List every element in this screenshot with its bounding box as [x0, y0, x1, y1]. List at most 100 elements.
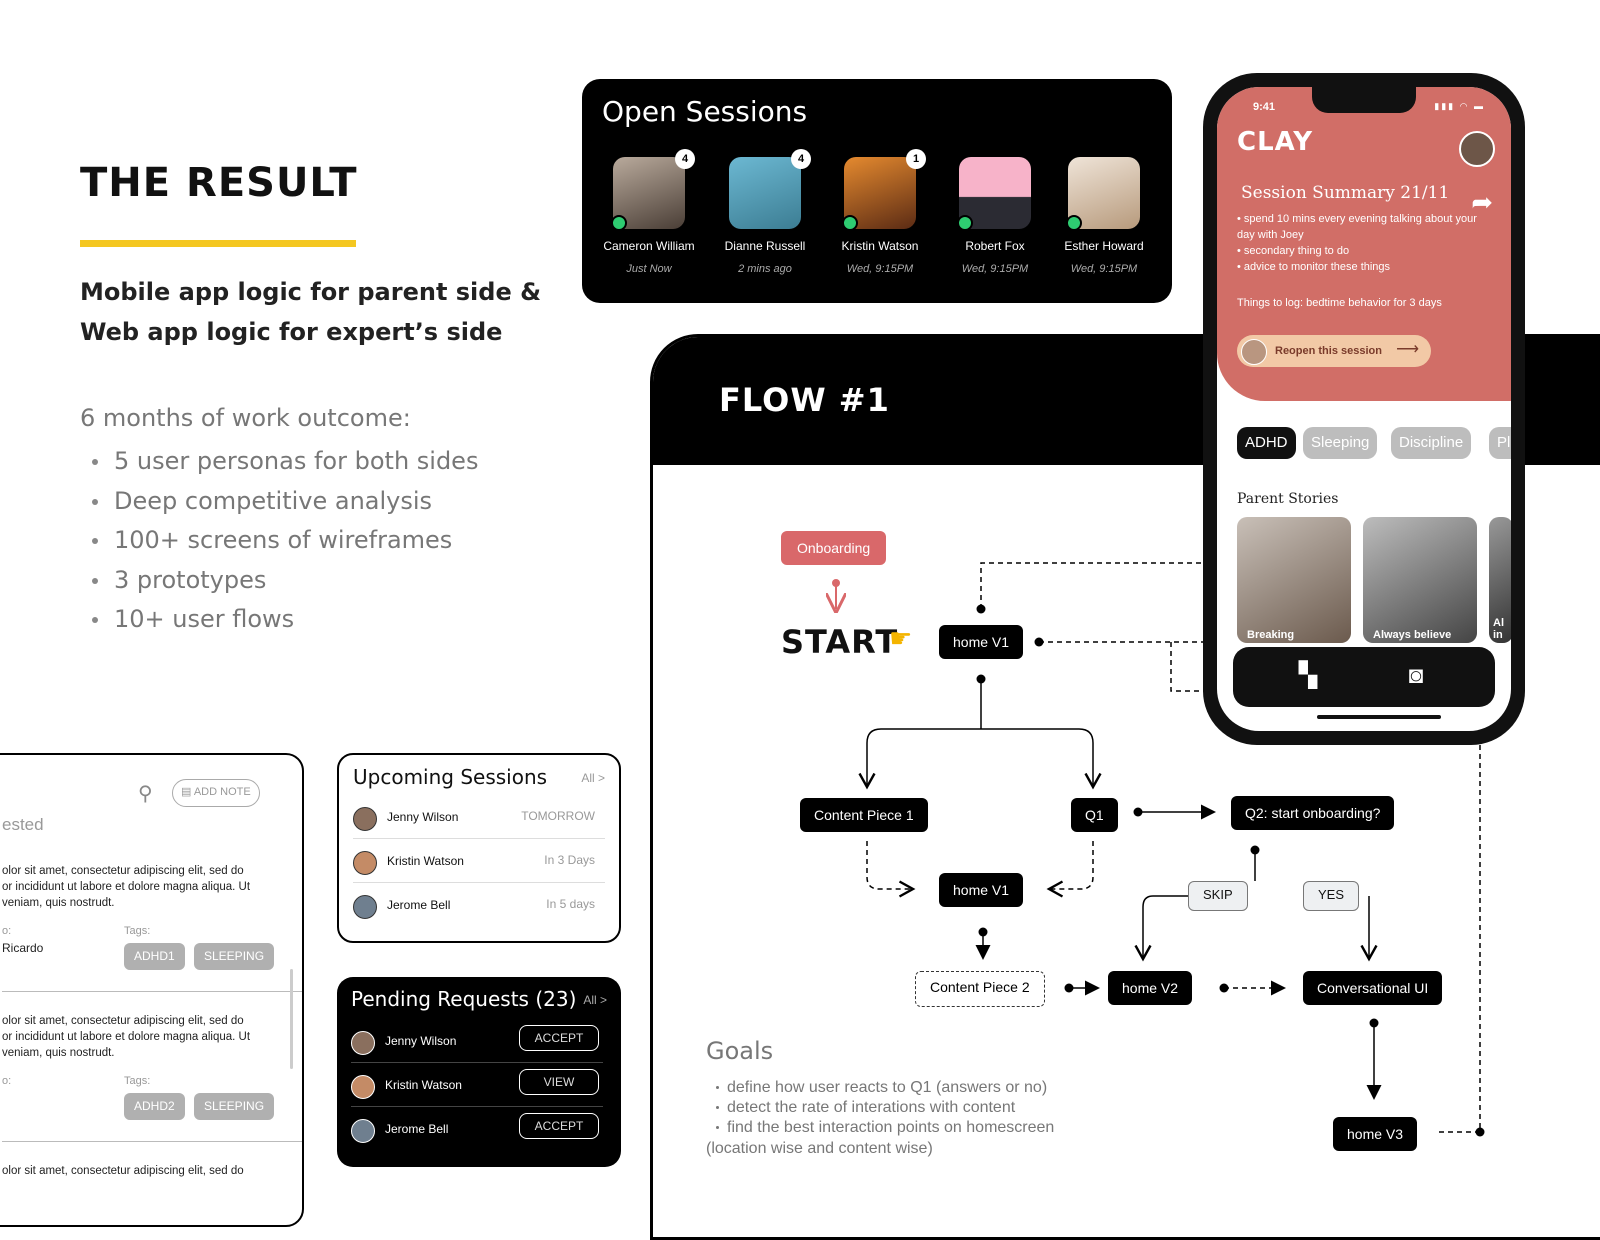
node-home-v1[interactable]: home V1 — [939, 625, 1024, 659]
avatar[interactable] — [1459, 131, 1495, 167]
note-line: olor sit amet, consectetur adipiscing el… — [2, 865, 244, 877]
flow-title: FLOW #1 — [719, 381, 890, 419]
person-name: Kristin Watson — [841, 239, 919, 253]
person-time: Wed, 9:15PM — [1070, 263, 1138, 275]
list-item[interactable]: Kristin Watson In 3 Days — [353, 839, 605, 883]
story-card[interactable]: Al in — [1489, 517, 1511, 643]
chip-sleeping[interactable]: Sleeping — [1303, 427, 1378, 459]
reopen-session-button[interactable]: Reopen this session ⟶ — [1237, 335, 1431, 367]
summary-bullet: • secondary thing to do — [1237, 245, 1350, 257]
add-note-button[interactable]: ▤ ADD NOTE — [172, 779, 260, 807]
list-item: Jenny Wilson ACCEPT — [351, 1019, 603, 1063]
grid-icon[interactable]: ▚ — [1298, 662, 1318, 689]
avatar — [353, 807, 377, 831]
view-all-link[interactable]: All > — [581, 771, 605, 785]
avatar — [351, 1119, 375, 1143]
accept-button[interactable]: ACCEPT — [519, 1113, 599, 1139]
online-indicator-icon — [1066, 215, 1082, 231]
note-from-label: o: — [2, 925, 12, 937]
outcome-label: 10+ user flows — [114, 605, 295, 633]
online-indicator-icon — [842, 215, 858, 231]
divider — [351, 1106, 603, 1107]
note-line: veniam, quis nostrudt. — [2, 1047, 115, 1059]
story-label: Breaking — [1247, 629, 1295, 641]
note-line: or incididunt ut labore et dolore magna … — [2, 1031, 251, 1043]
search-icon[interactable]: ⚲ — [138, 783, 153, 805]
node-yes[interactable]: YES — [1303, 881, 1360, 911]
flow-connectors — [653, 562, 1485, 1137]
chip-adhd[interactable]: ADHD — [1237, 427, 1296, 459]
summary-bullets: • spend 10 mins every evening talking ab… — [1237, 211, 1477, 275]
scrollbar[interactable] — [290, 969, 293, 1069]
list-item[interactable]: Jerome Bell In 5 days — [353, 883, 605, 927]
tag[interactable]: SLEEPING — [194, 1093, 275, 1120]
reopen-label: Reopen this session — [1275, 345, 1382, 357]
goal-item: define how user reacts to Q1 (answers or… — [706, 1078, 1054, 1098]
bullet-icon — [716, 1086, 719, 1090]
pointing-hand-icon: ☛ — [889, 623, 913, 653]
parent-stories-title: Parent Stories — [1237, 491, 1339, 507]
phone-screen: 9:41 ▮▮▮ ◠ ▬ CLAY Session Summary 21/11 … — [1217, 87, 1511, 731]
bullet-icon — [92, 498, 98, 505]
avatar[interactable] — [957, 157, 1031, 231]
node-home-v1-mid[interactable]: home V1 — [939, 873, 1024, 907]
status-icons: ▮▮▮ ◠ ▬ — [1434, 101, 1485, 111]
avatar[interactable] — [1066, 157, 1140, 231]
story-label: Always believe — [1373, 629, 1452, 641]
tag[interactable]: ADHD1 — [124, 943, 185, 970]
tag[interactable]: ADHD2 — [124, 1093, 185, 1120]
list-item: Jerome Bell ACCEPT — [351, 1107, 603, 1151]
summary-bullet: • spend 10 mins every evening talking ab… — [1237, 213, 1477, 241]
node-home-v3[interactable]: home V3 — [1333, 1117, 1418, 1151]
open-sessions-panel: Open Sessions 4 Cameron William Just Now… — [582, 79, 1172, 303]
note-text: olor sit amet, consectetur adipiscing el… — [2, 1013, 302, 1061]
person-time: Just Now — [626, 263, 672, 275]
row-name: Jenny Wilson — [387, 810, 459, 824]
note-from-label: o: — [2, 1075, 12, 1087]
person-name: Robert Fox — [965, 239, 1025, 253]
view-button[interactable]: VIEW — [519, 1069, 599, 1095]
avatar — [353, 895, 377, 919]
person-time: Wed, 9:15PM — [846, 263, 914, 275]
avatar[interactable]: 1 — [842, 149, 926, 231]
node-skip[interactable]: SKIP — [1188, 881, 1248, 911]
phone-notch — [1312, 87, 1416, 113]
story-card[interactable]: Always believe — [1363, 517, 1477, 643]
outcome-item: 5 user personas for both sides — [92, 442, 478, 482]
row-when: TOMORROW — [521, 809, 595, 823]
view-all-link[interactable]: All > — [583, 993, 607, 1007]
avatar[interactable]: 4 — [611, 149, 695, 231]
outcome-item: 100+ screens of wireframes — [92, 521, 478, 561]
session-person-cameron[interactable]: 4 Cameron William Just Now — [594, 149, 704, 275]
outcome-heading: 6 months of work outcome: — [80, 404, 411, 432]
list-item[interactable]: Jenny Wilson TOMORROW — [353, 795, 605, 839]
node-home-v2[interactable]: home V2 — [1108, 971, 1193, 1005]
story-card[interactable]: Breaking — [1237, 517, 1351, 643]
note-text: olor sit amet, consectetur adipiscing el… — [2, 1163, 302, 1179]
list-item: Kristin Watson VIEW — [351, 1063, 603, 1107]
session-person-dianne[interactable]: 4 Dianne Russell 2 mins ago — [710, 149, 820, 275]
node-q2[interactable]: Q2: start onboarding? — [1231, 796, 1395, 830]
chat-icon[interactable]: ◙ — [1408, 662, 1424, 689]
node-content-piece-2[interactable]: Content Piece 2 — [915, 971, 1045, 1007]
row-name: Kristin Watson — [385, 1078, 462, 1092]
share-icon[interactable]: ➦ — [1471, 187, 1493, 217]
bullet-icon — [716, 1106, 719, 1110]
session-person-kristin[interactable]: 1 Kristin Watson Wed, 9:15PM — [825, 149, 935, 275]
tag[interactable]: SLEEPING — [194, 943, 275, 970]
node-q1[interactable]: Q1 — [1071, 798, 1118, 832]
row-name: Jerome Bell — [387, 898, 451, 912]
open-sessions-title: Open Sessions — [602, 95, 808, 128]
session-person-robert[interactable]: Robert Fox Wed, 9:15PM — [940, 157, 1050, 275]
note-line: or incididunt ut labore et dolore magna … — [2, 881, 251, 893]
session-summary-hero: 9:41 ▮▮▮ ◠ ▬ CLAY Session Summary 21/11 … — [1217, 87, 1511, 401]
chip-discipline[interactable]: Discipline — [1391, 427, 1472, 459]
node-content-piece-1[interactable]: Content Piece 1 — [800, 798, 928, 832]
chip-play[interactable]: Pla — [1489, 427, 1511, 459]
bullet-icon — [92, 459, 98, 465]
session-person-esther[interactable]: Esther Howard Wed, 9:15PM — [1049, 157, 1159, 275]
accept-button[interactable]: ACCEPT — [519, 1025, 599, 1051]
goal-item: detect the rate of interations with cont… — [706, 1098, 1054, 1118]
node-conversational-ui[interactable]: Conversational UI — [1303, 971, 1443, 1005]
avatar[interactable]: 4 — [729, 149, 811, 229]
